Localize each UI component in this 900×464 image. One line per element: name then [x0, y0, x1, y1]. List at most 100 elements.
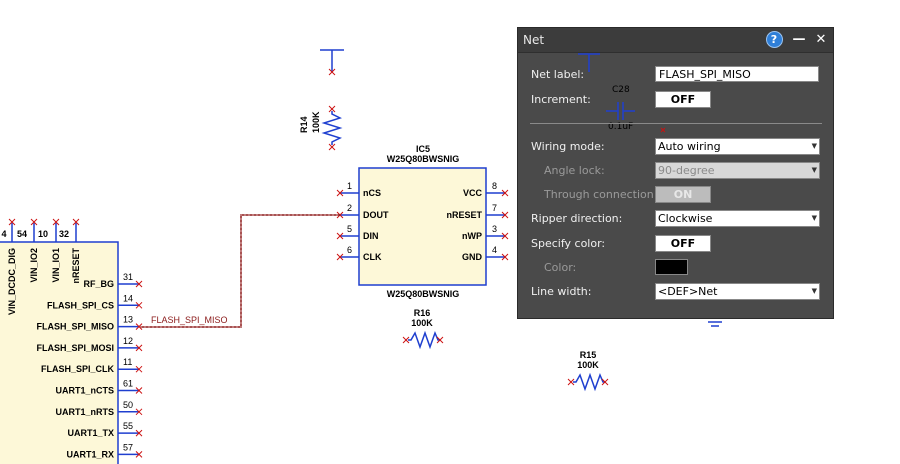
angle-lock-select: 90-degree ▼	[655, 162, 820, 179]
help-button[interactable]: ?	[765, 31, 783, 49]
net-label-input[interactable]	[655, 66, 819, 82]
dropdown-arrow-icon: ▼	[811, 142, 817, 150]
through-connection-toggle: ON	[655, 186, 711, 203]
r15-value: 100K	[577, 360, 599, 370]
ripper-direction-select[interactable]: Clockwise▼	[655, 210, 820, 227]
color-swatch	[655, 259, 688, 275]
wiring-mode-label: Wiring mode:	[531, 140, 605, 153]
ic5-component[interactable]: IC5 W25Q80BWSNIG W25Q80BWSNIG 1nCS2DOUT5…	[336, 144, 509, 299]
pin-name: FLASH_SPI_CS	[47, 300, 114, 310]
ic5-footer: W25Q80BWSNIG	[387, 289, 460, 299]
line-width-label: Line width:	[531, 285, 592, 298]
pin-name: GND	[462, 252, 483, 262]
pin-number: 14	[123, 293, 133, 303]
line-width-select[interactable]: <DEF>Net▼	[655, 283, 820, 300]
r14-value: 100K	[311, 111, 321, 133]
power-symbol[interactable]	[320, 49, 344, 76]
question-icon: ?	[765, 31, 783, 48]
main-ic-component[interactable]: 4VIN_DCDC_DIG54VIN_IO210VIN_IO132nRESET …	[0, 218, 143, 464]
line-width-value: <DEF>Net	[658, 285, 718, 298]
pin-name: RF_BG	[83, 279, 114, 289]
pin-name: FLASH_SPI_CLK	[41, 364, 115, 374]
r15-ref: R15	[580, 350, 597, 360]
dialog-separator	[530, 123, 822, 124]
close-icon[interactable]: ✕	[815, 32, 827, 47]
c28-value: 0.1uF	[608, 122, 634, 132]
pin-number: 4	[1, 229, 6, 239]
r14-ref: R14	[299, 116, 309, 133]
pin-number: 4	[492, 245, 497, 255]
pin-number: 57	[123, 442, 133, 452]
pin-number: 12	[123, 336, 133, 346]
pin-name: UART1_TX	[67, 428, 114, 438]
pin-number: 54	[17, 229, 27, 239]
resistor-r15[interactable]: R15 100K	[567, 350, 609, 392]
dialog-title: Net	[523, 33, 545, 47]
pin-number: 5	[347, 224, 352, 234]
pin-name: UART1_RX	[66, 449, 114, 459]
pin-number: 6	[347, 245, 352, 255]
pin-name: CLK	[363, 252, 382, 262]
ic5-ref: IC5	[416, 144, 430, 154]
specify-color-toggle[interactable]: OFF	[655, 235, 711, 252]
overlap-symbols	[578, 53, 666, 133]
wiring-mode-select[interactable]: Auto wiring▼	[655, 138, 820, 155]
dropdown-arrow-icon: ▼	[811, 166, 817, 174]
pin-name: nWP	[462, 231, 482, 241]
pin-name: UART1_nCTS	[55, 386, 114, 396]
increment-toggle[interactable]: OFF	[655, 91, 711, 108]
pin-name: VCC	[463, 188, 483, 198]
pin-name: UART1_nRTS	[55, 407, 114, 417]
resistor-r14[interactable]: R14 100K	[299, 105, 343, 151]
ripper-direction-value: Clockwise	[658, 212, 713, 225]
net-label-label: Net label:	[531, 68, 585, 81]
pin-name: VIN_IO1	[51, 248, 61, 283]
pin-number: 50	[123, 400, 133, 410]
resistor-r16[interactable]: R16 100K	[402, 308, 444, 350]
pin-name: FLASH_SPI_MOSI	[36, 343, 114, 353]
angle-lock-value: 90-degree	[658, 164, 715, 177]
net-label-text[interactable]: FLASH_SPI_MISO	[151, 315, 228, 325]
minimize-icon[interactable]: —	[792, 32, 806, 47]
pin-name: VIN_IO2	[29, 248, 39, 283]
ic5-pin-ncs[interactable]: 1 nCS	[336, 181, 381, 198]
wire-flash-spi-miso[interactable]: FLASH_SPI_MISO	[140, 214, 340, 328]
specify-color-label: Specify color:	[531, 237, 606, 250]
dialog-titlebar[interactable]: Net ? — ✕	[518, 28, 833, 53]
ripper-direction-label: Ripper direction:	[531, 212, 623, 225]
pin-name: nCS	[363, 188, 381, 198]
pin-name: nRESET	[71, 248, 81, 284]
pin-name: nRESET	[446, 210, 482, 220]
angle-lock-label: Angle lock:	[544, 164, 605, 177]
pin-number: 32	[59, 229, 69, 239]
c28-ref: C28	[612, 85, 630, 95]
pin-number: 1	[347, 181, 352, 191]
pin-name: FLASH_SPI_MISO	[36, 322, 114, 332]
increment-label: Increment:	[531, 93, 591, 106]
pin-number: 11	[123, 357, 132, 367]
pin-name: DIN	[363, 231, 379, 241]
pin-name: DOUT	[363, 210, 389, 220]
r16-ref: R16	[414, 308, 431, 318]
